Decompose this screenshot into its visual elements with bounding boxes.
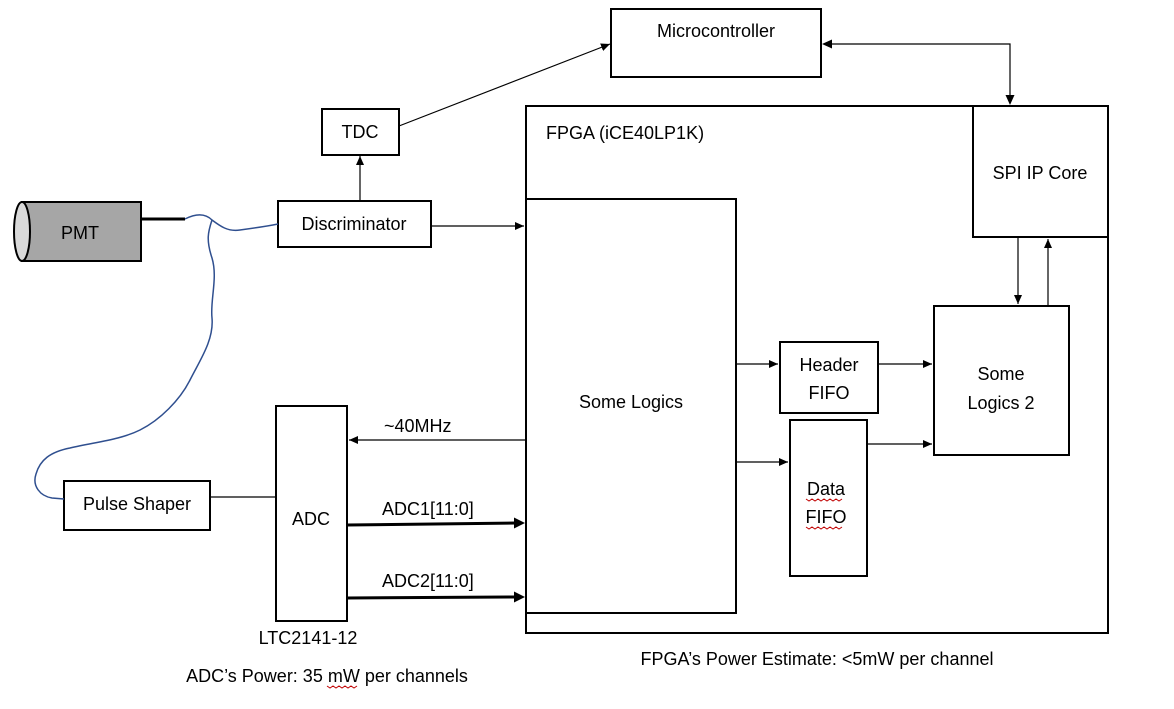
adc-label: ADC <box>292 509 330 529</box>
fpga-power-caption: FPGA’s Power Estimate: <5mW per channel <box>641 649 994 669</box>
discriminator-block <box>277 200 432 248</box>
data-fifo-block <box>789 419 868 577</box>
adc1-bus-arrow <box>346 521 517 527</box>
spi-arrowhead <box>1005 95 1015 105</box>
microcontroller-arrowhead <box>822 39 832 49</box>
adc1-arrowhead <box>514 517 525 529</box>
data-fifo-label-1: Data <box>807 479 846 499</box>
adc-block <box>275 405 348 622</box>
some-logics-label: Some Logics <box>579 392 683 412</box>
fifo-spellcheck-squiggle <box>805 526 843 530</box>
pulse-shaper-block <box>63 480 211 531</box>
microcontroller-label: Microcontroller <box>657 21 775 41</box>
signal-cable <box>34 214 279 500</box>
tdc-to-microcontroller-arrow <box>398 43 611 127</box>
pulse-shaper-label: Pulse Shaper <box>83 494 191 514</box>
adc1-label: ADC1[11:0] <box>382 499 474 519</box>
discriminator-label: Discriminator <box>301 214 406 234</box>
adc2-arrowhead <box>514 591 525 603</box>
adc-power-caption: ADC’s Power: 35 mW per channels <box>186 666 468 686</box>
tdc-block <box>321 108 400 156</box>
microcontroller-block <box>610 8 822 78</box>
adc-part-caption: LTC2141-12 <box>259 628 358 648</box>
clock-label: ~40MHz <box>384 416 452 436</box>
some-logics-2-label-2: Logics 2 <box>967 393 1034 413</box>
microcontroller-spi-link <box>831 43 1011 96</box>
data-fifo-label-2: FIFO <box>806 507 847 527</box>
spi-ip-core-label: SPI IP Core <box>993 163 1088 183</box>
fpga-label: FPGA (iCE40LP1K) <box>546 123 704 143</box>
header-fifo-block <box>779 341 879 414</box>
some-logics-block <box>525 198 737 614</box>
some-logics-2-label-1: Some <box>977 364 1024 384</box>
data-spellcheck-squiggle <box>805 498 843 502</box>
tdc-label: TDC <box>342 122 379 142</box>
some-logics-2-block <box>933 305 1070 456</box>
spi-ip-core-block <box>972 105 1109 238</box>
pmt-cylinder <box>13 201 142 262</box>
header-fifo-label-2: FIFO <box>809 383 850 403</box>
adc2-label: ADC2[11:0] <box>382 571 474 591</box>
header-fifo-label-1: Header <box>799 355 858 375</box>
pmt-label: PMT <box>61 223 99 243</box>
mw-spellcheck-squiggle <box>326 685 358 689</box>
adc2-bus-arrow <box>346 595 517 600</box>
